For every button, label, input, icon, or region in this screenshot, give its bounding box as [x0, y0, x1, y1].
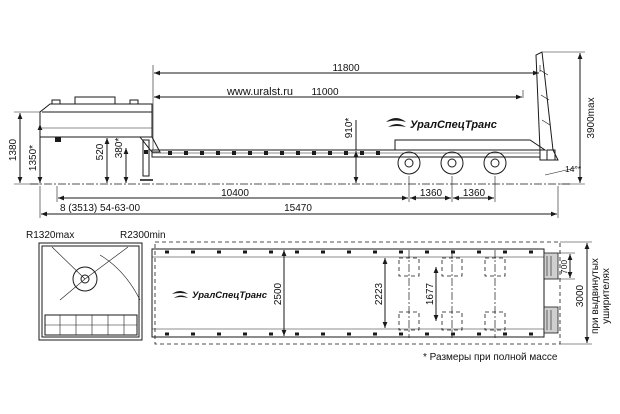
dim-11800: 11800	[332, 63, 360, 74]
deck-lashing-point	[217, 332, 221, 336]
deck-lashing-point	[191, 250, 195, 254]
lashing-point	[344, 151, 348, 155]
top-view: R1320max R2300min УралСпецТранс 2500 222…	[26, 230, 612, 363]
deck-lashing-point	[321, 250, 325, 254]
deck-lashing-point	[529, 332, 533, 336]
dim-15470: 15470	[284, 203, 312, 214]
dim-2500: 2500	[273, 282, 284, 305]
deck-lashing-point	[217, 250, 221, 254]
wheel-outlines-top	[398, 250, 506, 338]
lashing-point	[376, 151, 380, 155]
lashing-point	[328, 151, 332, 155]
deck-lashing-point	[451, 332, 455, 336]
deck-lashing-point	[321, 332, 325, 336]
brand-top: УралСпецТранс	[192, 290, 268, 301]
dim-3000-note-2: уширителях	[601, 268, 612, 324]
lashing-point	[312, 151, 316, 155]
lashing-point	[216, 151, 220, 155]
deck-lashing-point	[347, 332, 351, 336]
dim-10400: 10400	[221, 188, 249, 199]
radius-inner: R2300min	[120, 230, 166, 241]
phone: 8 (3513) 54-63-00	[60, 203, 140, 214]
deck-lashing-point	[191, 332, 195, 336]
deck-lashing-point	[503, 332, 507, 336]
lashing-point	[360, 151, 364, 155]
brand-logo-top	[172, 291, 188, 298]
dim-3000: 3000	[575, 284, 586, 307]
deck-lashing-point	[451, 250, 455, 254]
deck-lashing-point	[477, 250, 481, 254]
wheels	[394, 139, 547, 175]
dim-1360-a: 1360	[420, 188, 443, 199]
dim-angle: 14°*	[565, 164, 582, 174]
dim-700: 700	[559, 260, 569, 274]
lashing-point	[184, 151, 188, 155]
dim-1677: 1677	[425, 282, 436, 305]
dim-1380: 1380	[8, 138, 19, 161]
gooseneck	[39, 96, 161, 181]
dim-1360-b: 1360	[463, 188, 486, 199]
brand-logo-side	[386, 118, 406, 127]
deck-lashing-point	[243, 250, 247, 254]
deck-lashing-point	[477, 332, 481, 336]
deck-lashing-point	[165, 332, 169, 336]
deck-lashing-point	[503, 250, 507, 254]
deck-lashing-point	[425, 332, 429, 336]
dim-2223: 2223	[374, 282, 385, 305]
radius-outer: R1320max	[26, 230, 74, 241]
lashing-point	[232, 151, 236, 155]
gooseneck-deck-grid	[44, 314, 138, 336]
lashing-point	[296, 151, 300, 155]
deck-lashing-point	[399, 332, 403, 336]
dim-1350: 1350*	[28, 145, 39, 171]
deck-lashing-point	[425, 250, 429, 254]
lashing-point	[248, 151, 252, 155]
deck-lashing-point	[243, 332, 247, 336]
lashing-point	[168, 151, 172, 155]
deck-lashing-point	[529, 250, 533, 254]
dim-11000: 11000	[311, 87, 339, 98]
deck-lashing-point	[347, 250, 351, 254]
brand-side: УралСпецТранс	[410, 119, 497, 131]
deck-lashing-point	[269, 250, 273, 254]
dim-height: 3900max	[586, 97, 597, 138]
side-view: УралСпецТранс 11800 www	[8, 51, 597, 218]
footnote: * Размеры при полной массе	[423, 352, 558, 363]
deck-lashing-point	[399, 250, 403, 254]
deck-lashing-point	[269, 332, 273, 336]
lashing-point	[264, 151, 268, 155]
dim-910: 910*	[344, 118, 355, 139]
deck-lashing-point	[373, 332, 377, 336]
lashing-point	[200, 151, 204, 155]
dim-3000-note-1: при выдвинутых	[590, 258, 601, 334]
lashing-point	[280, 151, 284, 155]
ramp	[535, 51, 559, 161]
deck-lashing-point	[295, 250, 299, 254]
deck-lashing-point	[295, 332, 299, 336]
dim-520: 520	[95, 143, 106, 160]
deck-lashing-point	[373, 250, 377, 254]
dim-380: 380*	[114, 138, 125, 159]
deck-lashing-point	[165, 250, 169, 254]
website: www.uralst.ru	[226, 86, 293, 98]
